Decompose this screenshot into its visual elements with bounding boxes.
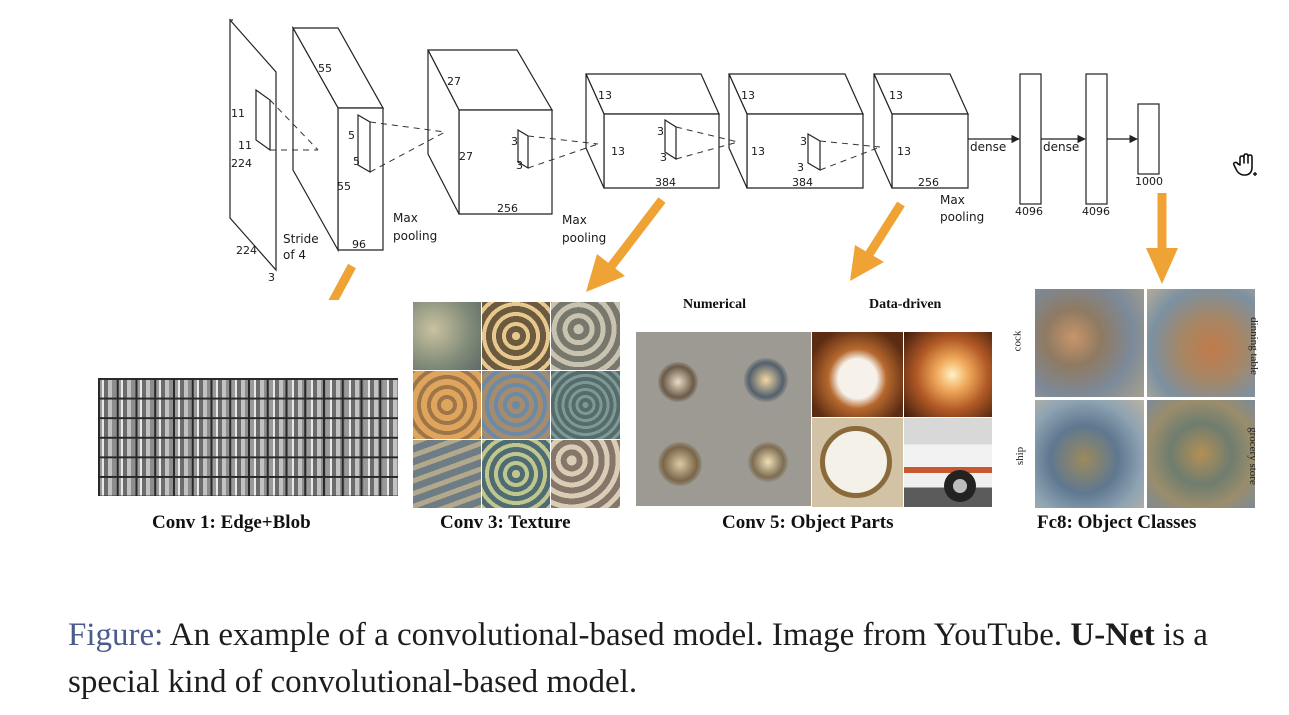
texture-tile: [413, 440, 481, 508]
grab-hand-icon: [1232, 153, 1257, 176]
conv1-kernel-a: 5: [348, 129, 355, 142]
pool2-label-a: Max: [562, 213, 587, 227]
conv4-kernel-a: 3: [800, 135, 807, 148]
pool1-label-a: Max: [393, 211, 418, 225]
fc6-block: [1019, 73, 1042, 205]
conv4-block: [728, 73, 864, 189]
object-part-blob: [744, 358, 788, 402]
conv5-height: 13: [897, 145, 911, 158]
pool5-label-b: pooling: [940, 210, 984, 224]
conv5-subtitle-data-driven: Data-driven: [869, 297, 942, 312]
pool2-label-b: pooling: [562, 231, 606, 245]
fc8-class-image-ship: [1035, 400, 1144, 508]
dense-label-2: dense: [1043, 140, 1079, 154]
conv2-kernel-a: 3: [511, 135, 518, 148]
texture-tile: [551, 371, 620, 439]
conv5-subtitle-numerical: Numerical: [683, 297, 746, 312]
conv3-kernel-b: 3: [660, 151, 667, 164]
caption-text-2: is a special kind of convolutional-based…: [68, 617, 1208, 700]
alexnet-architecture-diagram: 11 11 224 224 3 Stride of 4 55 5 5 55 96…: [229, 18, 1178, 300]
clock-face: [820, 426, 892, 498]
car-wheel: [944, 470, 976, 502]
stride-label-a: Stride: [283, 232, 319, 246]
input-height: 224: [231, 157, 252, 170]
conv3-depth: 384: [655, 176, 676, 189]
fc8-block: [1137, 103, 1160, 175]
pool1-label-b: pooling: [393, 229, 437, 243]
orange-arrow-fc8: [1146, 193, 1178, 284]
conv2-width: 27: [447, 75, 461, 88]
object-part-blob: [658, 442, 702, 486]
object-part-blob: [748, 442, 788, 482]
conv1-block: [291, 25, 385, 253]
orange-arrow-conv3: [586, 197, 666, 292]
input-kernel-b: 11: [238, 139, 252, 152]
conv1-height: 55: [337, 180, 351, 193]
fc6-units: 4096: [1015, 205, 1043, 218]
fc8-class-image-grocery-store: [1147, 400, 1255, 508]
conv5-block: [873, 73, 969, 189]
input-depth: 3: [268, 271, 275, 284]
texture-tile: [551, 440, 620, 508]
caption-lead: Figure:: [68, 617, 164, 653]
input-layer-block: [229, 18, 277, 272]
receptive-field-lines: [269, 99, 881, 173]
input-kernel-a: 11: [231, 107, 245, 120]
texture-tile: [413, 371, 481, 439]
stride-label-b: of 4: [283, 248, 306, 262]
fc8-class-image-dinning-table: [1147, 289, 1255, 397]
conv1-title: Conv 1: Edge+Blob: [152, 512, 311, 533]
conv5-clock-image: [812, 418, 903, 507]
fc8-units: 1000: [1135, 175, 1163, 188]
conv5-lamp-image: [904, 332, 992, 417]
fc8-label-grocery-store: grocery store: [1246, 427, 1259, 485]
conv5-title: Conv 5: Object Parts: [722, 512, 894, 533]
conv4-height: 13: [751, 145, 765, 158]
fc7-units: 4096: [1082, 205, 1110, 218]
conv1-filter-grid: [98, 378, 398, 496]
conv3-height: 13: [611, 145, 625, 158]
conv5-depth: 256: [918, 176, 939, 189]
conv2-kernel-b: 3: [516, 159, 523, 172]
conv5-width: 13: [889, 89, 903, 102]
pool5-label-a: Max: [940, 193, 965, 207]
texture-tile: [482, 440, 550, 508]
object-part-blob: [658, 362, 698, 402]
conv1-depth: 96: [352, 238, 366, 251]
texture-tile: [413, 302, 481, 370]
fc8-label-dinning-table: dinning table: [1247, 317, 1260, 375]
conv4-kernel-b: 3: [797, 161, 804, 174]
conv1-width: 55: [318, 62, 332, 75]
caption-bold-term: U-Net: [1070, 617, 1155, 653]
conv2-height: 27: [459, 150, 473, 163]
caption-text-1: An example of a convolutional-based mode…: [163, 617, 1071, 653]
conv3-width: 13: [598, 89, 612, 102]
conv5-numerical-image: [636, 332, 811, 506]
fc8-label-cock: cock: [1011, 330, 1024, 352]
conv4-depth: 384: [792, 176, 813, 189]
conv3-title: Conv 3: Texture: [440, 512, 571, 533]
dense-label-1: dense: [970, 140, 1006, 154]
texture-tile: [551, 302, 620, 370]
texture-tile: [482, 302, 550, 370]
texture-tile: [482, 371, 550, 439]
conv4-width: 13: [741, 89, 755, 102]
conv3-kernel-a: 3: [657, 125, 664, 138]
conv3-block: [585, 73, 720, 189]
fc8-class-image-cock: [1035, 289, 1144, 397]
conv5-dog-image: [812, 332, 903, 417]
figure-caption: Figure: An example of a convolutional-ba…: [68, 612, 1268, 706]
fc7-block: [1085, 73, 1108, 205]
conv5-car-image: [904, 418, 992, 507]
fc8-title: Fc8: Object Classes: [1037, 512, 1197, 533]
fc8-label-ship: ship: [1014, 446, 1027, 466]
orange-arrow-conv5: [850, 201, 905, 281]
orange-arrow-conv1: [328, 263, 356, 300]
conv2-depth: 256: [497, 202, 518, 215]
conv1-kernel-b: 5: [353, 155, 360, 168]
input-width: 224: [236, 244, 257, 257]
conv3-texture-grid: [413, 302, 620, 508]
